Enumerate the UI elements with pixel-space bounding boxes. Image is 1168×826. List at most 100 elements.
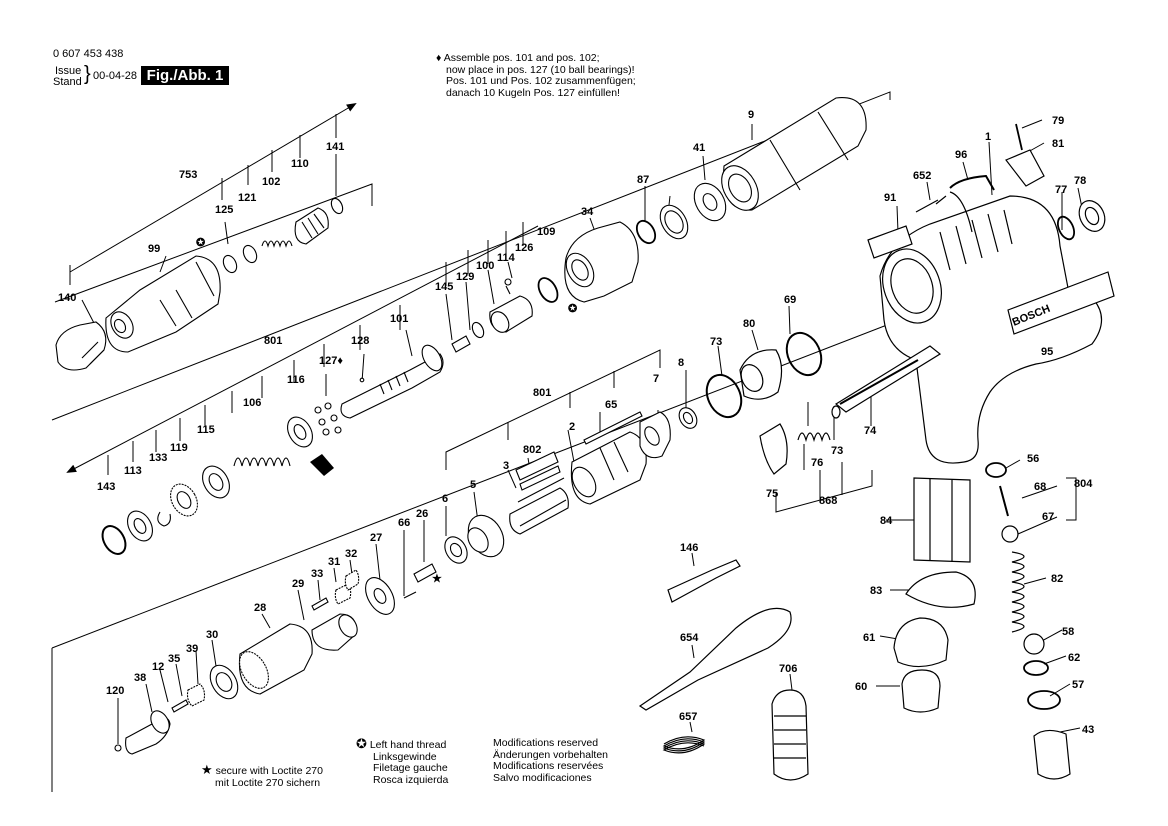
part-label: 68 — [1034, 481, 1046, 493]
note-line: Pos. 101 und Pos. 102 zusammenfügen; — [446, 75, 636, 87]
part-label: 39 — [186, 643, 198, 655]
spring-706 — [662, 736, 706, 754]
part-label: 73 — [710, 336, 722, 348]
part-label: 9 — [748, 109, 754, 121]
ring-74 — [831, 405, 841, 419]
ring-58 — [1027, 690, 1061, 710]
clip-654 — [915, 191, 973, 233]
part-label: 753 — [179, 169, 197, 181]
part-label: 8 — [678, 357, 684, 369]
legend-line: secure with Loctite 270 — [215, 765, 323, 777]
part-label: 121 — [238, 192, 256, 204]
screw-80 — [1015, 123, 1023, 151]
note-line: danach 10 Kugeln Pos. 127 einfüllen! — [446, 86, 620, 99]
bar-66 — [583, 411, 643, 445]
stand-label: Stand — [53, 76, 82, 88]
left-hand-thread-legend: ✪ Left hand thread Linksgewinde Filetage… — [356, 737, 448, 786]
part-label: 126 — [515, 242, 533, 254]
part-label: 26 — [416, 508, 428, 520]
part-label: 83 — [870, 585, 882, 597]
part-label: 2 — [569, 421, 575, 433]
screwdriver-657 — [638, 607, 792, 711]
nut-61 — [901, 669, 941, 713]
base-84 — [905, 571, 976, 608]
part-label: 5 — [470, 479, 476, 491]
part-label: 41 — [693, 142, 705, 154]
washer-143 — [330, 197, 344, 215]
loctite-legend: ★ secure with Loctite 270 mit Loctite 27… — [201, 763, 323, 789]
clamp-82 — [1005, 149, 1045, 187]
part-label: 69 — [784, 294, 796, 306]
ring-126 — [222, 254, 238, 274]
part-label: 706 — [779, 663, 797, 675]
screw-26 — [413, 563, 437, 583]
clutch-group — [101, 97, 867, 555]
part-label: 652 — [913, 170, 931, 182]
part-label: 1 — [985, 131, 991, 143]
issue-label: Issue — [55, 65, 82, 77]
motor-group — [413, 407, 698, 583]
part-label: 128 — [351, 335, 369, 347]
vane-804 — [515, 451, 559, 481]
part-label: 100 — [476, 260, 494, 272]
legend-line: Linksgewinde — [373, 750, 437, 763]
part-label: 56 — [1027, 453, 1039, 465]
part-label: 110 — [291, 158, 309, 170]
nut-68 — [1001, 525, 1019, 543]
part-label: 43 — [1082, 724, 1094, 736]
circlip-140 — [157, 511, 171, 527]
part-label: 657 — [679, 711, 697, 723]
legend-line: Änderungen vorbehalten — [493, 748, 609, 761]
part-label: 801 — [533, 387, 551, 399]
brace-glyph: } — [84, 63, 91, 85]
part-label: 141 — [326, 141, 344, 153]
part-label: 120 — [106, 685, 124, 697]
part-label: 143 — [97, 481, 115, 493]
panel-outline — [51, 91, 891, 421]
handle-housing-1 — [879, 195, 1103, 464]
part-label: 32 — [345, 548, 357, 560]
axis-arrow — [66, 225, 539, 473]
grip-87 — [913, 477, 971, 563]
note-line: now place in pos. 127 (10 ball bearings)… — [446, 63, 635, 76]
part-label: 127♦ — [319, 355, 343, 367]
spindle-129 — [340, 353, 444, 419]
part-labels: 1 2 3 5 6 7 8 9 12 26 27 28 29 30 31 32 … — [58, 109, 1094, 736]
spring-77 — [797, 432, 831, 443]
handle-group — [638, 123, 1115, 781]
part-label: 109 — [537, 226, 555, 238]
figure-label: Fig./Abb. 1 — [141, 66, 229, 85]
part-label: 27 — [370, 532, 382, 544]
part-label: 3 — [503, 460, 509, 472]
gear-32 — [344, 569, 360, 591]
issue-date: 00-04-28 — [93, 70, 138, 82]
cap-62 — [893, 617, 949, 668]
diamond-icon: ♦ — [436, 52, 442, 64]
note-line: Assemble pos. 101 and pos. 102; — [443, 52, 600, 64]
modifications-legend: Modifications reserved Änderungen vorbeh… — [493, 737, 609, 784]
assembly-note: ♦ Assemble pos. 101 and pos. 102; now pl… — [436, 52, 636, 99]
nipple-652 — [667, 559, 741, 603]
part-label: 29 — [292, 578, 304, 590]
part-label: 96 — [955, 149, 967, 161]
ring-57 — [985, 462, 1007, 478]
spring-83 — [1011, 551, 1025, 633]
gear-39 — [186, 683, 206, 707]
part-label: 145 — [435, 281, 453, 293]
part-label: 146 — [680, 542, 698, 554]
part-label: 61 — [863, 632, 875, 644]
part-label: 99 — [148, 243, 160, 255]
black-arrow-symbol — [310, 454, 334, 476]
part-label: 116 — [287, 374, 305, 386]
o-ring-73b — [705, 373, 743, 419]
part-label: 77 — [1055, 184, 1067, 196]
button-76 — [759, 423, 788, 475]
gearing-group — [114, 569, 417, 755]
ring-127 — [537, 277, 559, 303]
rod-75 — [839, 359, 919, 405]
rotor-3 — [509, 487, 569, 535]
knurled-nut-113 — [294, 207, 329, 245]
part-label: 84 — [880, 515, 893, 527]
vane-804b — [519, 465, 561, 491]
spring-106 — [261, 240, 293, 248]
